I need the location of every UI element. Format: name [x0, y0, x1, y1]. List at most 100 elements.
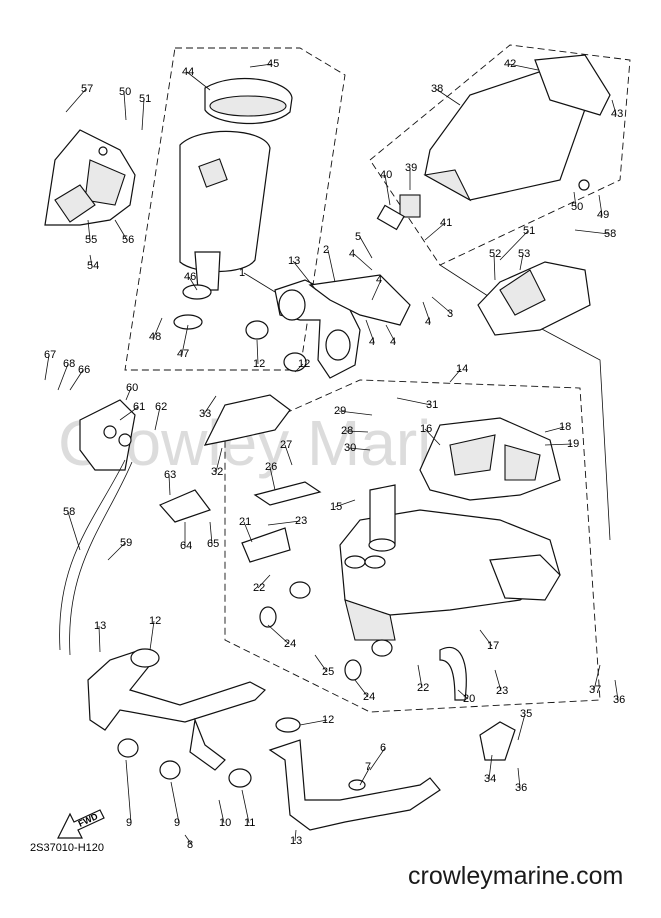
leader-line-22 — [417, 664, 423, 689]
leader-line-43 — [611, 99, 617, 115]
fwd-arrow: FWD — [57, 809, 105, 839]
leader-line-25 — [314, 654, 328, 673]
callout-4: 4 — [390, 336, 396, 348]
exhaust-pipe-6 — [268, 717, 441, 831]
leader-line-52 — [493, 253, 496, 281]
heat-guard-32 — [203, 394, 291, 446]
callout-41: 41 — [440, 217, 452, 229]
callout-24: 24 — [363, 691, 375, 703]
callout-60: 60 — [126, 382, 138, 394]
leader-lines — [44, 63, 619, 846]
callout-16: 16 — [420, 423, 432, 435]
leader-line-49 — [598, 194, 603, 216]
callout-14: 14 — [456, 363, 468, 375]
cable-linkage — [159, 489, 211, 523]
leader-line-45 — [249, 63, 273, 68]
callout-39: 39 — [405, 162, 417, 174]
leader-line-59 — [107, 542, 126, 561]
callout-8: 8 — [187, 839, 193, 851]
callout-26: 26 — [265, 461, 277, 473]
leader-line-57 — [65, 88, 87, 113]
leader-line-58 — [574, 229, 610, 235]
muffler-cover-group-outline — [124, 47, 346, 371]
leader-line-13 — [292, 260, 317, 291]
callout-4: 4 — [369, 336, 375, 348]
leader-line-44 — [186, 71, 211, 91]
leader-line-7 — [359, 766, 371, 786]
callout-57: 57 — [81, 83, 93, 95]
callout-56: 56 — [122, 234, 134, 246]
leader-line-2 — [327, 249, 336, 283]
leader-line-14 — [449, 368, 462, 383]
callout-33: 33 — [199, 408, 211, 420]
callout-54: 54 — [87, 260, 99, 272]
leader-line-3 — [431, 296, 453, 315]
leader-line-67 — [44, 354, 50, 381]
left-muffler — [376, 54, 611, 231]
leader-line-15 — [334, 499, 356, 508]
callout-63: 63 — [164, 469, 176, 481]
leader-line-12 — [294, 363, 304, 373]
leader-line-31 — [396, 397, 432, 406]
leader-line-24 — [267, 624, 290, 645]
leader-line-34 — [488, 754, 493, 780]
leader-line-68 — [57, 363, 69, 391]
leader-line-9 — [170, 781, 180, 824]
callout-13: 13 — [288, 255, 300, 267]
left-muffler-group-outline — [369, 44, 631, 266]
leader-line-47 — [181, 324, 189, 355]
callout-2: 2 — [323, 244, 329, 256]
callout-65: 65 — [207, 538, 219, 550]
callout-49: 49 — [597, 209, 609, 221]
callout-40: 40 — [380, 169, 392, 181]
heat-guard-21 — [241, 527, 291, 563]
callout-27: 27 — [280, 439, 292, 451]
callout-45: 45 — [267, 58, 279, 70]
callout-13: 13 — [94, 620, 106, 632]
callout-3: 3 — [447, 308, 453, 320]
leader-line-5 — [359, 236, 373, 259]
callout-12: 12 — [298, 358, 310, 370]
leader-line-63 — [168, 474, 171, 496]
callout-52: 52 — [489, 248, 501, 260]
leader-line-4 — [385, 324, 396, 343]
callout-32: 32 — [211, 466, 223, 478]
callout-18: 18 — [559, 421, 571, 433]
callout-43: 43 — [611, 108, 623, 120]
callout-55: 55 — [85, 234, 97, 246]
heat-protector-16 — [419, 417, 561, 501]
leader-line-33 — [203, 395, 217, 415]
callout-51: 51 — [523, 225, 535, 237]
callout-58: 58 — [604, 228, 616, 240]
leader-line-60 — [125, 387, 132, 401]
callout-35: 35 — [520, 708, 532, 720]
leader-line-12 — [299, 719, 328, 726]
leader-line-62 — [154, 406, 161, 431]
leader-line-22 — [257, 574, 271, 589]
callout-53: 53 — [518, 248, 530, 260]
leader-line-51 — [499, 230, 529, 261]
callout-44: 44 — [182, 66, 194, 78]
leader-line-53 — [519, 253, 524, 271]
callout-42: 42 — [504, 58, 516, 70]
callout-61: 61 — [133, 401, 145, 413]
bracket-34 — [479, 721, 516, 761]
leader-line-55 — [87, 219, 91, 241]
leader-line-26 — [269, 466, 276, 491]
callout-10: 10 — [219, 817, 231, 829]
callout-46: 46 — [184, 271, 196, 283]
callout-62: 62 — [155, 401, 167, 413]
callout-20: 20 — [463, 693, 475, 705]
leader-line-20 — [457, 689, 469, 700]
exhaust-valve-cable-1 — [59, 459, 126, 651]
callout-23: 23 — [496, 685, 508, 697]
leader-line-50 — [573, 191, 577, 208]
leader-line-58 — [67, 511, 81, 551]
exhaust-pipe-8 — [87, 648, 266, 788]
heat-guard-26 — [253, 481, 322, 506]
callout-25: 25 — [322, 666, 334, 678]
callout-58: 58 — [63, 506, 75, 518]
leader-line-28 — [345, 430, 369, 433]
diagram-code: 2S37010-H120 — [30, 842, 104, 854]
